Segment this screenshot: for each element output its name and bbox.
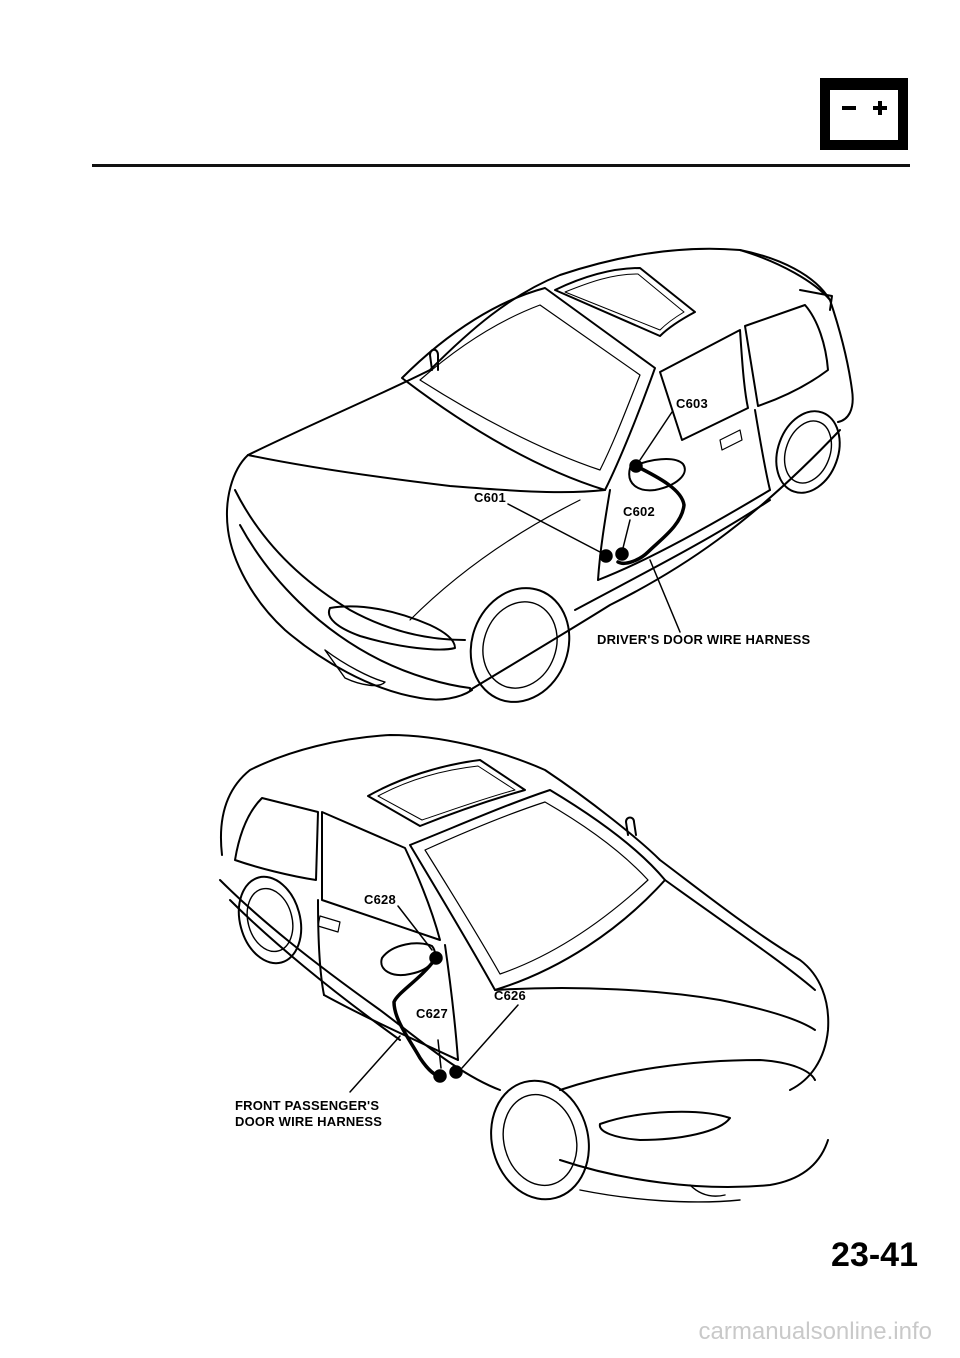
header-rule xyxy=(92,164,910,167)
passenger-door-harness-label-line2: DOOR WIRE HARNESS xyxy=(235,1114,383,1129)
passenger-door-harness-label-line1: FRONT PASSENGER'S xyxy=(235,1098,380,1113)
drivers-door-harness-wire xyxy=(599,459,686,565)
connector-c602-label: C602 xyxy=(623,504,655,519)
connector-c603-label: C603 xyxy=(676,396,708,411)
connector-c626-label: C626 xyxy=(494,988,526,1003)
bottom-leader-lines xyxy=(349,905,519,1093)
watermark: carmanualsonline.info xyxy=(698,1318,932,1345)
page-number: 23-41 xyxy=(831,1236,918,1274)
battery-icon xyxy=(820,78,908,150)
connector-c601-label: C601 xyxy=(474,490,506,505)
passenger-door-harness-wire xyxy=(392,951,463,1083)
bottom-car-illustration xyxy=(219,734,830,1203)
top-leader-lines xyxy=(507,411,681,633)
top-car-illustration xyxy=(226,247,854,703)
connector-c627-label: C627 xyxy=(416,1006,448,1021)
connector-c628-label: C628 xyxy=(364,892,396,907)
drivers-door-harness-label: DRIVER'S DOOR WIRE HARNESS xyxy=(597,632,811,647)
